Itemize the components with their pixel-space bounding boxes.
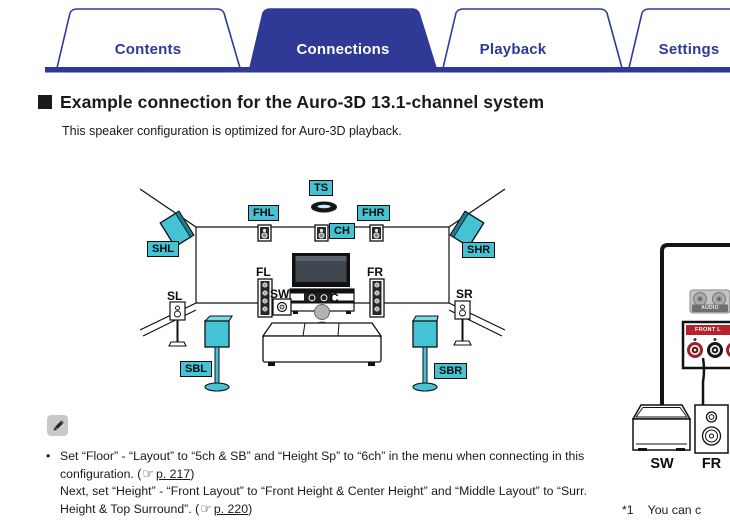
fr-box-graphic [694, 404, 729, 454]
footnote: *1 You can c [622, 503, 730, 517]
tv-graphic [292, 253, 350, 287]
label-fl: FL [256, 265, 271, 279]
note-line-1: Set “Floor” - “Layout” to “5ch & SB” and… [60, 449, 585, 481]
sw-caption: SW [650, 456, 674, 472]
shr-speaker-graphic [449, 210, 485, 248]
page-title: Example connection for the Auro-3D 13.1-… [60, 92, 545, 112]
rear-panel-graphics [631, 243, 730, 454]
intro-text: This speaker configuration is optimized … [62, 124, 402, 138]
label-shl: SHL [147, 241, 179, 257]
paren-close: ) [190, 467, 195, 481]
speaker-layout-diagram: TS FHL FHR CH SHL SHR SBL SBR FL FR SW C… [140, 172, 505, 395]
note-text-block: • Set “Floor” - “Layout” to “5ch & SB” a… [46, 448, 602, 518]
footnote-text: You can c [647, 503, 702, 517]
fr-caption: FR [701, 456, 722, 472]
sw-cable [660, 243, 730, 405]
room-illustration [140, 188, 505, 392]
sofa-graphic [261, 322, 383, 366]
shl-speaker-graphic [159, 210, 195, 248]
label-sw: SW [270, 287, 290, 301]
fr-speaker-wire [701, 357, 706, 405]
square-bullet-icon [38, 95, 52, 109]
pencil-note-icon [47, 415, 68, 436]
page-link-220[interactable]: p. 220 [213, 502, 249, 516]
sbl-speaker-graphic [203, 315, 233, 392]
rear-panel-connection-diagram: FRONT L AUDIO SW FR *1 You can c [610, 200, 730, 529]
height-speakers [257, 224, 384, 242]
sw-speaker-graphic [272, 298, 292, 316]
sl-speaker-graphic [168, 301, 187, 347]
tab-connections[interactable]: Connections [296, 41, 390, 58]
sr-speaker-graphic [453, 300, 472, 346]
link-hand-icon: ☞ [142, 466, 154, 481]
tab-shapes [45, 8, 730, 73]
label-shr: SHR [462, 242, 496, 258]
ts-speaker-graphic [311, 201, 337, 213]
note-body: Set “Floor” - “Layout” to “5ch & SB” and… [60, 448, 602, 518]
footnote-marker: *1 [622, 503, 634, 517]
section-heading: Example connection for the Auro-3D 13.1-… [38, 92, 544, 113]
tv-cabinet-graphic [289, 288, 355, 314]
label-ts: TS [309, 180, 334, 196]
label-fhl: FHL [248, 205, 280, 221]
label-sbl: SBL [180, 361, 212, 377]
page-link-217[interactable]: p. 217 [156, 467, 191, 481]
label-c: C [330, 291, 339, 305]
fr-tower-graphic [369, 278, 385, 318]
tab-playback[interactable]: Playback [479, 41, 547, 58]
front-terminal-graphic [681, 320, 730, 370]
bullet-point: • [46, 449, 51, 463]
label-ch: CH [329, 223, 355, 239]
tab-bar: Contents Connections Playback Settings [0, 0, 730, 76]
label-sl: SL [167, 289, 183, 303]
paren-close: ) [248, 502, 253, 516]
label-fr: FR [367, 265, 383, 279]
tab-settings[interactable]: Settings [658, 41, 720, 58]
fl-tower-graphic [257, 278, 273, 318]
tab-contents[interactable]: Contents [114, 41, 182, 58]
front-terminal-label: FRONT L [695, 327, 721, 333]
link-hand-icon: ☞ [200, 501, 212, 516]
audio-preout-graphic [689, 289, 730, 314]
audio-preout-label: AUDIO [701, 305, 719, 311]
note-line-2: Next, set “Height” - “Front Layout” to “… [60, 484, 587, 516]
sbr-speaker-graphic [412, 315, 439, 392]
sw-box-graphic [631, 404, 692, 451]
label-sbr: SBR [434, 363, 468, 379]
label-sr: SR [456, 287, 473, 301]
label-fhr: FHR [357, 205, 390, 221]
